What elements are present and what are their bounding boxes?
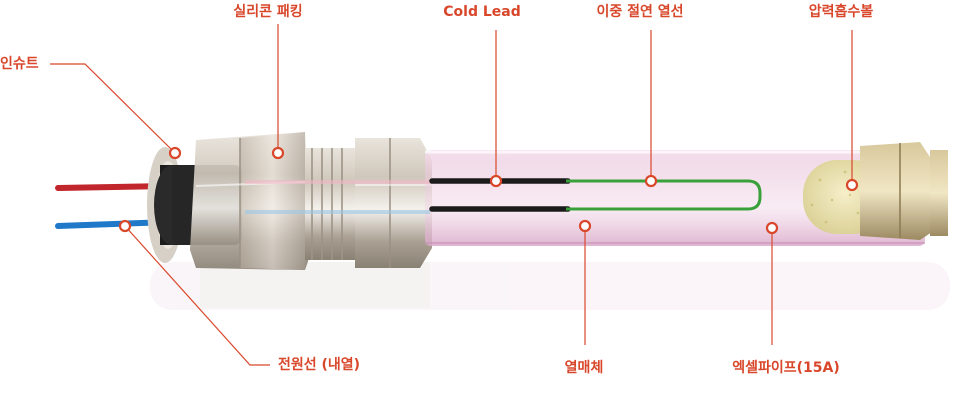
label-x-cell-pipe: 엑셀파이프(15A) bbox=[732, 360, 840, 376]
end-cap bbox=[860, 142, 948, 240]
label-power-wire: 전원선 (내열) bbox=[278, 357, 361, 373]
threaded-coupling bbox=[305, 148, 355, 260]
marker-pressure-ball bbox=[845, 178, 859, 192]
marker-insert bbox=[168, 146, 182, 160]
label-markers bbox=[118, 146, 859, 235]
marker-power-wire bbox=[118, 219, 132, 233]
marker-x-cell-pipe bbox=[765, 221, 779, 235]
double-insulated-wire bbox=[566, 179, 762, 211]
label-heating-element: 열매체 bbox=[564, 360, 604, 376]
label-cold-lead: Cold Lead bbox=[443, 4, 521, 20]
silicone-packing-nut bbox=[190, 132, 312, 270]
label-silicone-packing: 실리콘 패킹 bbox=[233, 4, 303, 20]
marker-cold-lead bbox=[489, 174, 503, 188]
label-pressure-ball: 압력흡수볼 bbox=[808, 4, 874, 20]
label-double-insulated-wire: 이중 절연 열선 bbox=[596, 4, 684, 20]
marker-silicone-packing bbox=[271, 146, 285, 160]
marker-double-insulated-wire bbox=[644, 174, 658, 188]
marker-heating-element bbox=[578, 219, 592, 233]
leader-lines bbox=[50, 24, 853, 366]
pipe-fitting-nut bbox=[355, 138, 432, 268]
floor-reflection bbox=[150, 262, 950, 310]
x-cell-pipe bbox=[425, 150, 925, 246]
label-insert: 인슈트 bbox=[0, 56, 39, 72]
